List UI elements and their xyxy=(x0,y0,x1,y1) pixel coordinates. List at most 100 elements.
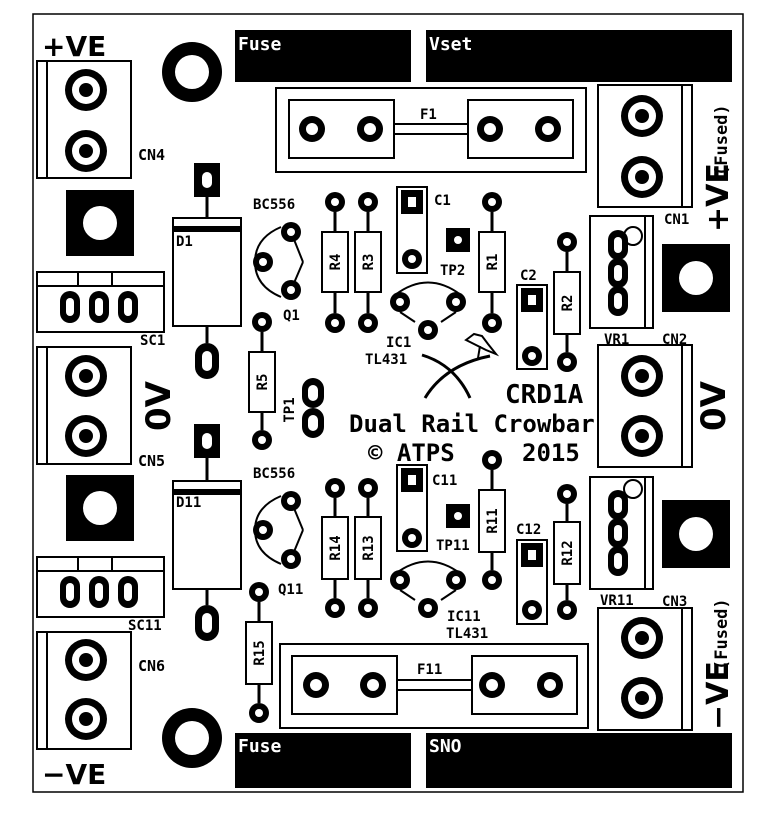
board-subtitle: Dual Rail Crowbar xyxy=(349,410,595,438)
ref-c1: C1 xyxy=(434,193,451,209)
ref-f1: F1 xyxy=(420,107,437,123)
board-copyright: © ATPS xyxy=(368,439,455,467)
ref-q11: Q11 xyxy=(278,582,303,598)
mounting-hole-top-left xyxy=(162,42,222,102)
square-pad-right-2 xyxy=(662,500,730,568)
ref-f11: F11 xyxy=(417,662,442,678)
trimmer-vr11 xyxy=(589,476,654,590)
pos-fused-tag: (Fused) xyxy=(712,104,732,176)
ref-r15: R15 xyxy=(252,640,268,665)
atps-logo xyxy=(421,332,500,399)
connector-cn1 xyxy=(597,84,693,208)
connector-cn5 xyxy=(36,346,132,465)
ref-r3: R3 xyxy=(361,254,377,271)
ref-sc11: SC11 xyxy=(128,618,162,634)
ref-ic11: IC11 xyxy=(447,609,481,625)
ref-r1: R1 xyxy=(485,254,501,271)
ref-bc556-a: BC556 xyxy=(253,197,295,213)
ref-r11: R11 xyxy=(485,508,501,533)
neg-label: −VE xyxy=(42,758,106,791)
vset-bar: Vset xyxy=(426,30,732,82)
header-sc1 xyxy=(36,271,165,333)
resistor-r15 xyxy=(245,582,273,723)
neg-fused-label: −VE xyxy=(701,661,736,730)
trimmer-vr1 xyxy=(589,215,654,329)
fuse-top-label: Fuse xyxy=(238,34,282,55)
ref-sc1: SC1 xyxy=(140,333,165,349)
ref-r5: R5 xyxy=(255,374,271,391)
ref-bc556-b: BC556 xyxy=(253,466,295,482)
testpoint-tp1 xyxy=(302,378,324,438)
ref-c11: C11 xyxy=(432,473,457,489)
square-pad-right-1 xyxy=(662,244,730,312)
capacitor-c2 xyxy=(516,284,548,370)
ref-d11: D11 xyxy=(176,495,201,511)
ref-cn4: CN4 xyxy=(138,146,165,164)
sno-bar: SNO xyxy=(426,733,732,788)
fuse-top-bar: Fuse xyxy=(235,30,411,82)
ref-tp1: TP1 xyxy=(282,397,298,422)
resistor-r3 xyxy=(354,192,382,333)
board-year: 2015 xyxy=(522,439,580,467)
ref-tp2: TP2 xyxy=(440,263,465,279)
capacitor-c11 xyxy=(396,464,428,552)
ref-ic1: IC1 xyxy=(386,335,411,351)
testpoint-tp11 xyxy=(446,504,470,528)
capacitor-c1 xyxy=(396,186,428,274)
ref-vr11: VR11 xyxy=(600,593,634,609)
resistor-r13 xyxy=(354,478,382,618)
ref-tl431-a: TL431 xyxy=(365,352,407,368)
testpoint-tp2 xyxy=(446,228,470,252)
connector-cn4 xyxy=(36,60,132,179)
resistor-r1 xyxy=(478,192,506,333)
pos-fused-label: +VE xyxy=(701,163,736,232)
vset-label: Vset xyxy=(429,34,472,55)
sno-label: SNO xyxy=(429,736,462,757)
fuse-holder-f11 xyxy=(279,643,589,729)
diode-d11 xyxy=(172,424,242,641)
resistor-r4 xyxy=(321,192,349,333)
ref-r14: R14 xyxy=(328,535,344,560)
fuse-bottom-label: Fuse xyxy=(238,736,282,757)
ref-cn3: CN3 xyxy=(662,594,687,610)
ref-c12: C12 xyxy=(516,522,541,538)
ref-q1: Q1 xyxy=(283,308,300,324)
ref-tp11: TP11 xyxy=(436,538,470,554)
ic-ic1 xyxy=(390,281,466,340)
ref-d1: D1 xyxy=(176,234,193,250)
ref-cn1: CN1 xyxy=(664,212,689,228)
pos-label: +VE xyxy=(42,30,106,63)
board-title: CRD1A xyxy=(505,380,584,410)
connector-cn3 xyxy=(597,607,693,731)
ref-vr1: VR1 xyxy=(604,332,629,348)
ref-tl431-b: TL431 xyxy=(446,626,488,642)
capacitor-c12 xyxy=(516,539,548,625)
ref-r13: R13 xyxy=(361,535,377,560)
ref-cn6: CN6 xyxy=(138,657,165,675)
fuse-bottom-bar: Fuse xyxy=(235,733,411,788)
connector-cn2 xyxy=(597,344,693,468)
ref-cn2: CN2 xyxy=(662,332,687,348)
neg-fused-tag: (Fused) xyxy=(712,598,732,670)
fuse-holder-f1 xyxy=(275,87,587,173)
connector-cn6 xyxy=(36,631,132,750)
resistor-r14 xyxy=(321,478,349,618)
ic-ic11 xyxy=(390,560,466,618)
resistor-r12 xyxy=(553,484,581,620)
resistor-r11 xyxy=(478,450,506,590)
zero-v-right-label: 0V xyxy=(694,380,734,431)
mounting-hole-bottom-left xyxy=(162,708,222,768)
square-pad-left-1 xyxy=(66,190,134,256)
board-outline xyxy=(32,13,744,793)
transistor-q1 xyxy=(253,222,304,300)
header-sc11 xyxy=(36,556,165,618)
zero-v-left-label: 0V xyxy=(139,380,179,431)
diode-d1 xyxy=(172,163,242,379)
ref-cn5: CN5 xyxy=(138,452,165,470)
ref-r12: R12 xyxy=(560,540,576,565)
ref-r2: R2 xyxy=(560,295,576,312)
square-pad-left-2 xyxy=(66,475,134,541)
transistor-q11 xyxy=(253,491,304,569)
ref-c2: C2 xyxy=(520,268,537,284)
